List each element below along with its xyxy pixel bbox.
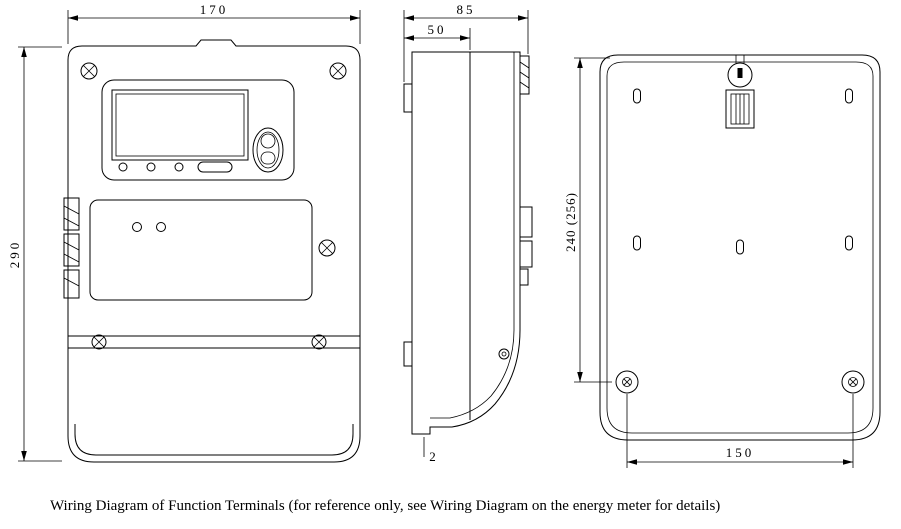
nameplate-panel (89, 199, 313, 301)
nameplate-hole (156, 222, 166, 232)
screw-front-top-right (329, 62, 347, 80)
led-indicator (146, 162, 156, 172)
screw-front-top-left (80, 62, 98, 80)
back-height-label: 240 (256) (563, 192, 578, 252)
led-indicator (118, 162, 128, 172)
mount-screw-bottom-left (615, 370, 639, 394)
dim-back-height: 240 (256) (563, 57, 612, 383)
side-cover-screw (498, 348, 510, 360)
indicator-row (118, 161, 233, 173)
lcd-display-inner (115, 93, 245, 157)
front-view (63, 39, 361, 463)
side-outline (411, 51, 521, 435)
front-bottom-inner-line (74, 424, 354, 456)
side-total-depth-label: 85 (457, 2, 476, 17)
side-top-tab (403, 83, 413, 113)
back-view (599, 54, 881, 441)
dim-front-width: 170 (67, 2, 361, 44)
side-hanger-bracket (519, 55, 530, 95)
drawing-caption: Wiring Diagram of Function Terminals (fo… (50, 498, 721, 514)
lcd-bezel (101, 79, 295, 181)
led-indicator (174, 162, 184, 172)
back-width-label: 150 (726, 445, 755, 460)
dim-back-width: 150 (626, 394, 854, 468)
mount-slot-top-right (845, 88, 853, 104)
front-height-label: 290 (7, 240, 22, 269)
hanger-bracket (725, 55, 755, 129)
dim-side-depth: 85 50 (403, 2, 529, 82)
mount-slot-top-left (633, 88, 641, 104)
hinge-blocks (63, 197, 80, 299)
dim-side-lip: 2 (423, 437, 439, 464)
mount-slot-mid-right (845, 235, 853, 251)
lcd-display (111, 89, 249, 161)
front-width-label: 170 (200, 2, 229, 17)
mount-screw-bottom-right (841, 370, 865, 394)
button-pill (197, 161, 233, 173)
side-view (403, 51, 533, 435)
mount-slot-center (736, 239, 744, 255)
screw-front-mid-right (318, 239, 336, 257)
screw-terminal-cover-left (91, 334, 107, 350)
front-outline (67, 39, 361, 463)
nameplate-hole (132, 222, 142, 232)
screw-terminal-cover-right (311, 334, 327, 350)
back-outline (599, 54, 881, 441)
dim-front-height: 290 (7, 46, 62, 462)
side-lip-label: 2 (429, 449, 439, 464)
nav-button (252, 127, 284, 173)
side-body-depth-label: 50 (428, 22, 447, 37)
side-bottom-tab (403, 341, 413, 367)
back-inner-outline (606, 61, 874, 434)
side-terminal-tabs (519, 206, 533, 286)
mount-slot-mid-left (633, 235, 641, 251)
side-cover-inner-line (430, 329, 515, 419)
